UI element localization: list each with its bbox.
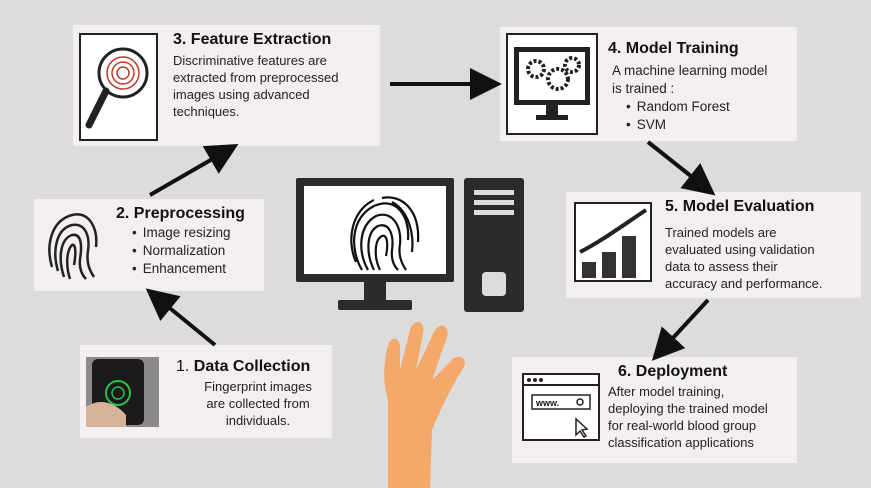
hand-illustration <box>384 322 465 488</box>
text-line: Discriminative features are <box>173 53 327 68</box>
text-line: classification applications <box>608 435 754 450</box>
arrow-5-to-6 <box>651 298 710 361</box>
card-feature-extraction: 3. Feature Extraction Discriminative fea… <box>73 25 380 146</box>
card-model-training: 4. Model Training A machine learning mod… <box>500 27 797 141</box>
text-line: deploying the trained model <box>608 401 768 416</box>
screen-fingerprint-icon <box>350 196 420 271</box>
text-line: evaluated using validation <box>665 242 815 257</box>
card-model-evaluation: 5. Model Evaluation Trained models are e… <box>566 192 861 298</box>
fingerprint-icon <box>44 207 99 283</box>
browser-url-text: www. <box>535 398 559 408</box>
model-training-text: A machine learning model is trained : Ra… <box>612 62 792 134</box>
monitor-screen <box>304 186 446 274</box>
arrow-1-to-2 <box>145 288 217 347</box>
monitor-stand <box>364 282 386 302</box>
feature-extraction-title: 3. Feature Extraction <box>173 31 332 48</box>
text-line: images using advanced <box>173 87 310 102</box>
list-item: Random Forest <box>626 98 792 116</box>
center-computer-illustration <box>292 170 532 488</box>
text-line: is trained : <box>612 81 675 96</box>
model-evaluation-title: 5. Model Evaluation <box>665 198 815 215</box>
monitor-base <box>338 300 412 310</box>
deployment-title: 6. Deployment <box>618 363 728 380</box>
data-collection-text: Fingerprint images are collected from in… <box>188 378 328 429</box>
tower-button <box>482 272 506 296</box>
feature-extraction-text: Discriminative features are extracted fr… <box>173 52 373 120</box>
text-line: techniques. <box>173 104 240 119</box>
deployment-text: After model training, deploying the trai… <box>608 383 794 451</box>
data-collection-number: 1. <box>176 358 190 375</box>
magnifier-fingerprint-icon <box>79 33 158 141</box>
model-training-title: 4. Model Training <box>608 40 739 57</box>
arrow-2-to-3 <box>149 144 239 197</box>
model-evaluation-text: Trained models are evaluated using valid… <box>665 224 857 292</box>
card-deployment: www. 6. Deployment After model training,… <box>512 357 797 463</box>
bar-chart-icon <box>574 202 652 282</box>
list-item: Image resizing <box>132 224 262 242</box>
list-item: Normalization <box>132 242 262 260</box>
data-collection-title: 1. Data Collection <box>176 358 310 376</box>
text-line: data to assess their <box>665 259 778 274</box>
list-item: SVM <box>626 116 792 134</box>
browser-window-icon: www. <box>522 373 600 441</box>
preprocessing-title: 2. Preprocessing <box>116 205 245 222</box>
text-line: Fingerprint images <box>204 379 312 394</box>
preprocessing-list: Image resizing Normalization Enhancement <box>132 224 262 278</box>
text-line: are collected from <box>206 396 310 411</box>
text-line: accuracy and performance. <box>665 276 823 291</box>
arrow-4-to-5 <box>646 140 716 196</box>
text-line: A machine learning model <box>612 63 768 78</box>
phone-fingerprint-icon <box>86 357 159 427</box>
text-line: individuals. <box>225 413 291 428</box>
list-item: Enhancement <box>132 260 262 278</box>
text-line: Trained models are <box>665 225 777 240</box>
card-preprocessing: 2. Preprocessing Image resizing Normaliz… <box>34 199 264 291</box>
text-line: for real-world blood group <box>608 418 757 433</box>
data-collection-heading: Data Collection <box>193 358 311 375</box>
card-data-collection: 1. Data Collection Fingerprint images ar… <box>80 345 332 438</box>
monitor-gears-icon <box>506 33 598 135</box>
text-line: After model training, <box>608 384 725 399</box>
text-line: extracted from preprocessed <box>173 70 339 85</box>
